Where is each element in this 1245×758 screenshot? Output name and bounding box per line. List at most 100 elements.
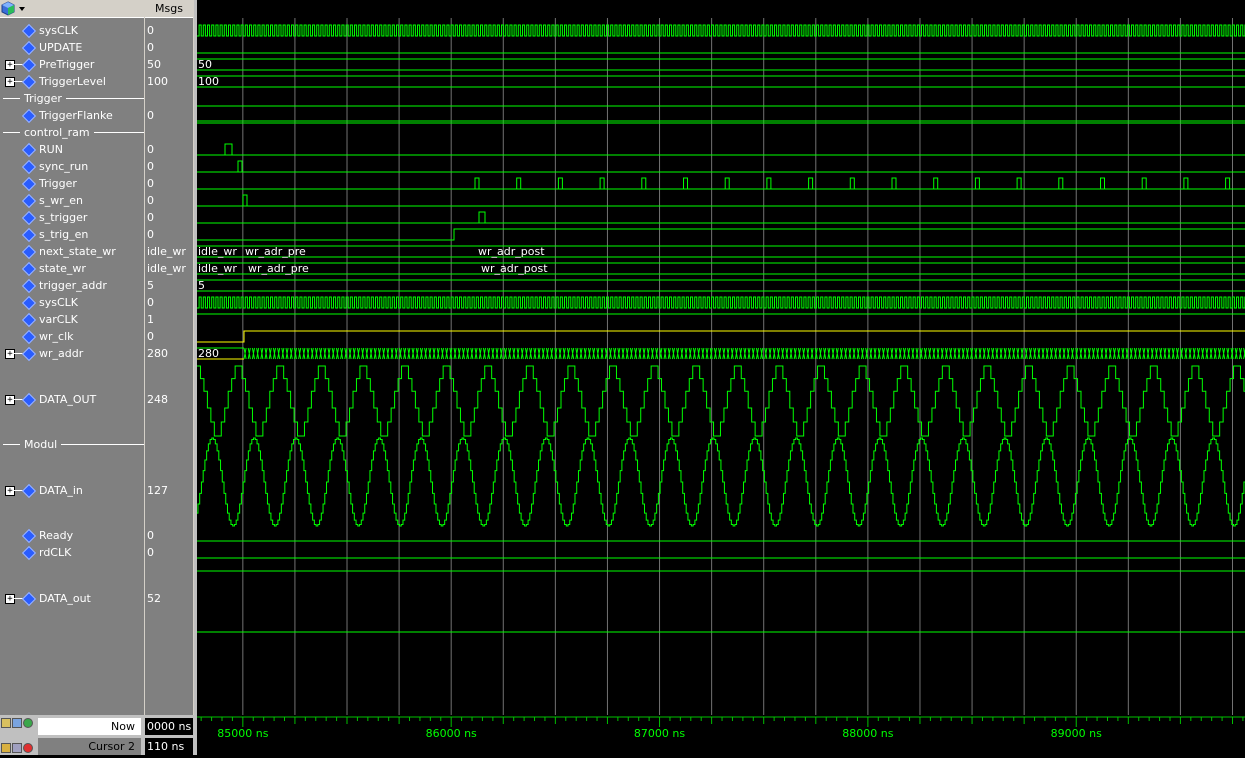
signal-diamond-icon (21, 74, 37, 90)
signal-name: sysCLK (39, 24, 78, 37)
signal-name: sync_run (39, 160, 89, 173)
pulse-mark (478, 211, 486, 223)
signal-row-data-out[interactable]: +DATA_OUT (0, 391, 144, 408)
signal-row-s-trig-en[interactable]: s_trig_en (0, 226, 144, 243)
bus-value-text: 100 (198, 75, 219, 88)
signal-row-varclk[interactable]: varCLK (0, 311, 144, 328)
signal-diamond-icon (21, 278, 37, 294)
expand-toggle-icon[interactable]: + (5, 60, 15, 70)
lock-icon[interactable] (1, 718, 11, 728)
group-label: control_ram (24, 126, 90, 139)
signal-row-sysclk[interactable]: sysCLK (0, 22, 144, 39)
add-cursor-icon[interactable] (12, 718, 22, 728)
group-divider (3, 132, 20, 133)
signal-value-s-trigger: 0 (147, 211, 154, 224)
signal-row-state-wr[interactable]: state_wr (0, 260, 144, 277)
group-divider (3, 444, 20, 445)
tree-connector (14, 399, 23, 400)
timeline-label: 86000 ns (426, 727, 477, 740)
group-trigger[interactable]: Trigger (0, 90, 144, 107)
group-label: Modul (24, 438, 58, 451)
signal-name: s_trigger (39, 211, 88, 224)
signal-row-run[interactable]: RUN (0, 141, 144, 158)
expand-toggle-icon[interactable]: + (5, 486, 15, 496)
cursor-2-value: 110 ns (145, 738, 193, 755)
expand-toggle-icon[interactable]: + (5, 349, 15, 359)
signal-value-triggerlevel: 100 (147, 75, 168, 88)
signal-value-state-wr: idle_wr (147, 262, 186, 275)
signal-row-rdclk[interactable]: rdCLK (0, 544, 144, 561)
group-modul[interactable]: Modul (0, 436, 144, 453)
bus-value-text: 50 (198, 58, 212, 71)
signal-value-rdclk: 0 (147, 546, 154, 559)
signal-row-update[interactable]: UPDATE (0, 39, 144, 56)
signal-value-run: 0 (147, 143, 154, 156)
signal-diamond-icon (21, 142, 37, 158)
group-label: Trigger (24, 92, 62, 105)
expand-toggle-icon[interactable]: + (5, 594, 15, 604)
signal-row-s-trigger[interactable]: s_trigger (0, 209, 144, 226)
signal-name: TriggerFlanke (39, 109, 113, 122)
pane-splitter[interactable] (194, 0, 197, 755)
signal-value-pretrigger: 50 (147, 58, 161, 71)
signal-row-data-out[interactable]: + DATA_out (0, 590, 144, 607)
pencil-icon[interactable] (12, 743, 22, 753)
pulse-mark (808, 177, 814, 189)
tree-connector (14, 490, 23, 491)
signal-name: TriggerLevel (39, 75, 106, 88)
expand-toggle-icon[interactable]: + (5, 395, 15, 405)
signal-row-pretrigger[interactable]: +PreTrigger (0, 56, 144, 73)
signal-value-trigger: 0 (147, 177, 154, 190)
signal-row-data-in[interactable]: +DATA_in (0, 482, 144, 499)
cursor-2-label[interactable]: Cursor 2 (38, 738, 141, 755)
padlock-icon[interactable] (1, 743, 11, 753)
signal-value-wr-addr: 280 (147, 347, 168, 360)
signal-name: varCLK (39, 313, 78, 326)
signal-name: Ready (39, 529, 74, 542)
signal-value-data-in: 127 (147, 484, 168, 497)
group-control-ram[interactable]: control_ram (0, 124, 144, 141)
signal-row-sysclk[interactable]: sysCLK (0, 294, 144, 311)
expand-toggle-icon[interactable]: + (5, 77, 15, 87)
signal-row-triggerflanke[interactable]: TriggerFlanke (0, 107, 144, 124)
signal-value-s-trig-en: 0 (147, 228, 154, 241)
remove-icon[interactable] (23, 743, 33, 753)
signal-row-wr-clk[interactable]: wr_clk (0, 328, 144, 345)
signal-value-update: 0 (147, 41, 154, 54)
add-icon[interactable] (23, 718, 33, 728)
signal-value-s-wr-en: 0 (147, 194, 154, 207)
signal-name: sysCLK (39, 296, 78, 309)
timeline-label: 87000 ns (634, 727, 685, 740)
signal-value-next-state-wr: idle_wr (147, 245, 186, 258)
signal-value-varclk: 1 (147, 313, 154, 326)
signal-value-triggerflanke: 0 (147, 109, 154, 122)
signal-diamond-icon (21, 227, 37, 243)
signal-diamond-icon (21, 159, 37, 175)
now-value: 0000 ns (145, 718, 193, 735)
bus-value-text: 280 (198, 347, 219, 360)
pulse-mark (849, 177, 855, 189)
signal-row-trigger-addr[interactable]: trigger_addr (0, 277, 144, 294)
signal-row-triggerlevel[interactable]: + TriggerLevel (0, 73, 144, 90)
signal-row-wr-addr[interactable]: +wr_addr (0, 345, 144, 362)
signal-name: DATA_out (39, 592, 91, 605)
signal-row-s-wr-en[interactable]: s_wr_en (0, 192, 144, 209)
pulse-mark (1141, 177, 1147, 189)
signal-row-ready[interactable]: Ready (0, 527, 144, 544)
signal-row-trigger[interactable]: Trigger (0, 175, 144, 192)
wave-cube-icon[interactable] (1, 0, 29, 17)
signal-diamond-icon (21, 392, 37, 408)
signal-row-sync-run[interactable]: sync_run (0, 158, 144, 175)
pulse-mark (516, 177, 522, 189)
pulse-mark (1183, 177, 1189, 189)
pulse-mark (683, 177, 688, 189)
signal-diamond-icon (21, 483, 37, 499)
signal-row-next-state-wr[interactable]: next_state_wr (0, 243, 144, 260)
pulse-mark (242, 194, 248, 206)
signal-diamond-icon (21, 23, 37, 39)
